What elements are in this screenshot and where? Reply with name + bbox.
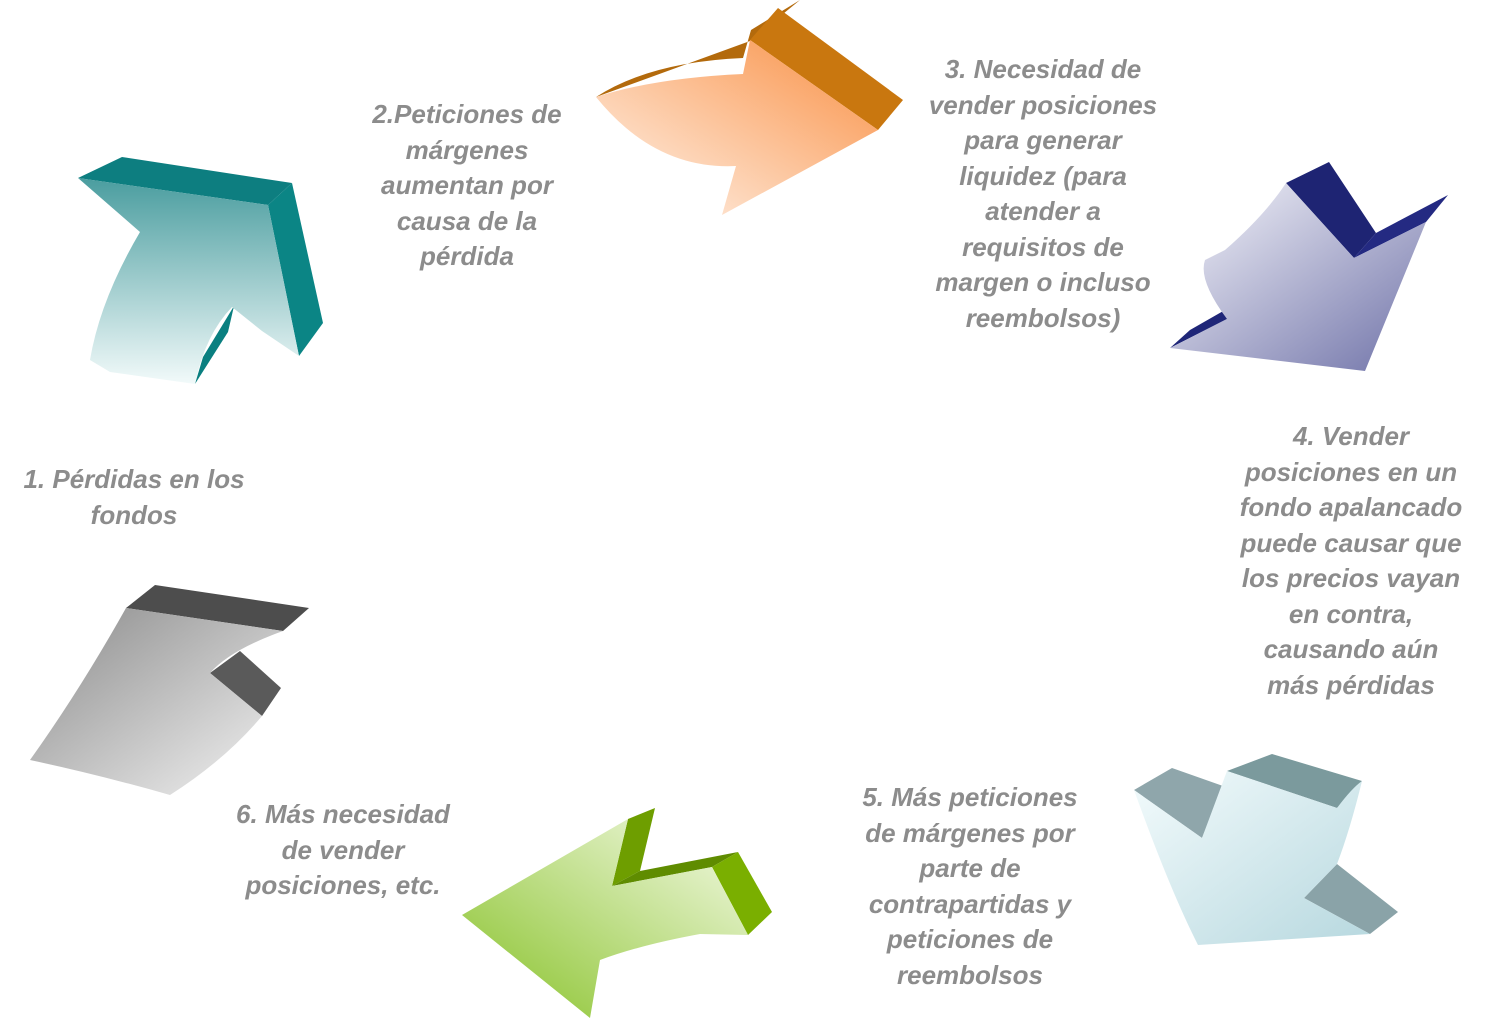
step-3-label: 3. Necesidad de vender posiciones para g… xyxy=(928,54,1158,333)
step-2-label: 2.Peticiones de márgenes aumentan por ca… xyxy=(372,99,562,271)
arrow-step-2-icon xyxy=(596,0,903,215)
arrow-step-3-icon xyxy=(1170,162,1448,371)
step-1-label: 1. Pérdidas en los fondos xyxy=(23,464,245,530)
step-6-label: 6. Más necesidad de vender posiciones, e… xyxy=(236,799,450,900)
arrow-step-4-icon xyxy=(1134,754,1398,945)
step-4-label: 4. Vender posiciones en un fondo apalanc… xyxy=(1239,421,1463,700)
arrow-step-5-icon xyxy=(462,808,772,1018)
arrow-step-6-icon xyxy=(30,585,309,795)
arrow-step-1-icon xyxy=(78,157,323,384)
step-5-label: 5. Más peticiones de márgenes por parte … xyxy=(862,782,1078,990)
